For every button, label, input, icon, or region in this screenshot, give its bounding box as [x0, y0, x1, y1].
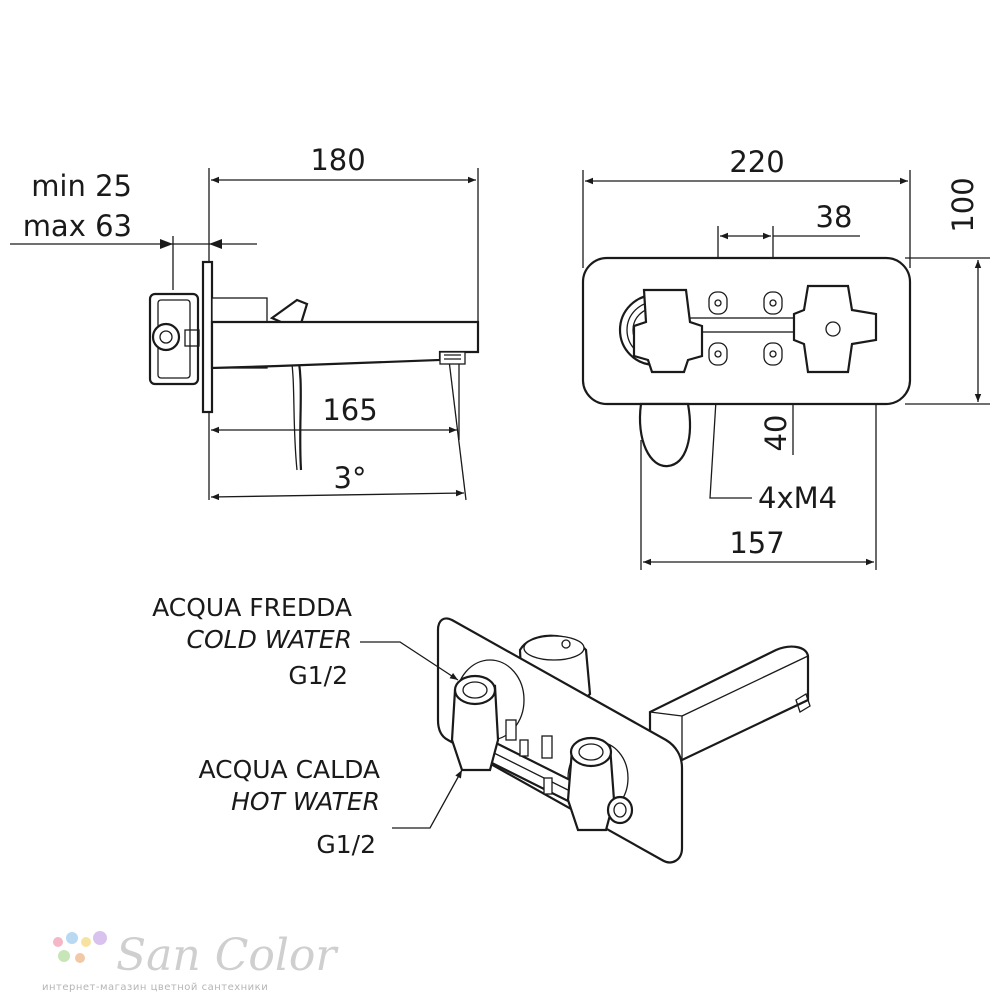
wall-plate [201, 260, 214, 414]
dim-screws: 4xM4 [758, 481, 837, 515]
dim-wall-min: min 25 [31, 169, 132, 203]
cold-cross-handle [632, 288, 704, 374]
logo-dot [66, 932, 78, 944]
front-lever [638, 402, 692, 468]
leader-hot [392, 769, 463, 829]
logo-dot [81, 937, 91, 947]
watermark-tagline: интернет-магазин цветной сантехники [42, 982, 268, 993]
spout [210, 320, 480, 370]
side-view: 180 min 25 max 63 165 3° [10, 143, 480, 501]
logo-dot [53, 937, 63, 947]
hot-label-en: HOT WATER [231, 787, 380, 816]
iso-spout [648, 645, 810, 762]
cold-label-en: COLD WATER [187, 625, 352, 654]
hot-cross-handle [792, 284, 878, 374]
leader-screws [709, 367, 752, 499]
logo-dot [93, 931, 107, 945]
cold-thread: G1/2 [288, 661, 348, 690]
dim-157: 157 [729, 526, 784, 560]
leader-cold [360, 641, 459, 681]
dim-100: 100 [946, 177, 980, 232]
cold-label-it: ACQUA FREDDA [152, 593, 352, 622]
dim-40: 40 [759, 415, 793, 452]
hot-label-it: ACQUA CALDA [198, 755, 380, 784]
hot-thread: G1/2 [316, 830, 376, 859]
isometric-view: ACQUA FREDDA COLD WATER G1/2 ACQUA CALDA… [152, 593, 811, 864]
dim-angle: 3° [334, 461, 367, 495]
dim-line-angle [210, 489, 465, 501]
dim-38: 38 [816, 200, 853, 234]
watermark-logo: San Color интернет-магазин цветной санте… [42, 930, 339, 993]
watermark-brand: San Color [116, 930, 339, 981]
dim-220: 220 [729, 145, 784, 179]
dim-wall-max: max 63 [23, 209, 132, 243]
dim-165: 165 [322, 393, 377, 427]
logo-dot [75, 953, 85, 963]
screw-tabs [708, 291, 783, 366]
logo-dot [58, 950, 70, 962]
dim-180: 180 [310, 143, 365, 177]
front-view: 220 100 38 40 4xM4 157 [581, 145, 990, 570]
